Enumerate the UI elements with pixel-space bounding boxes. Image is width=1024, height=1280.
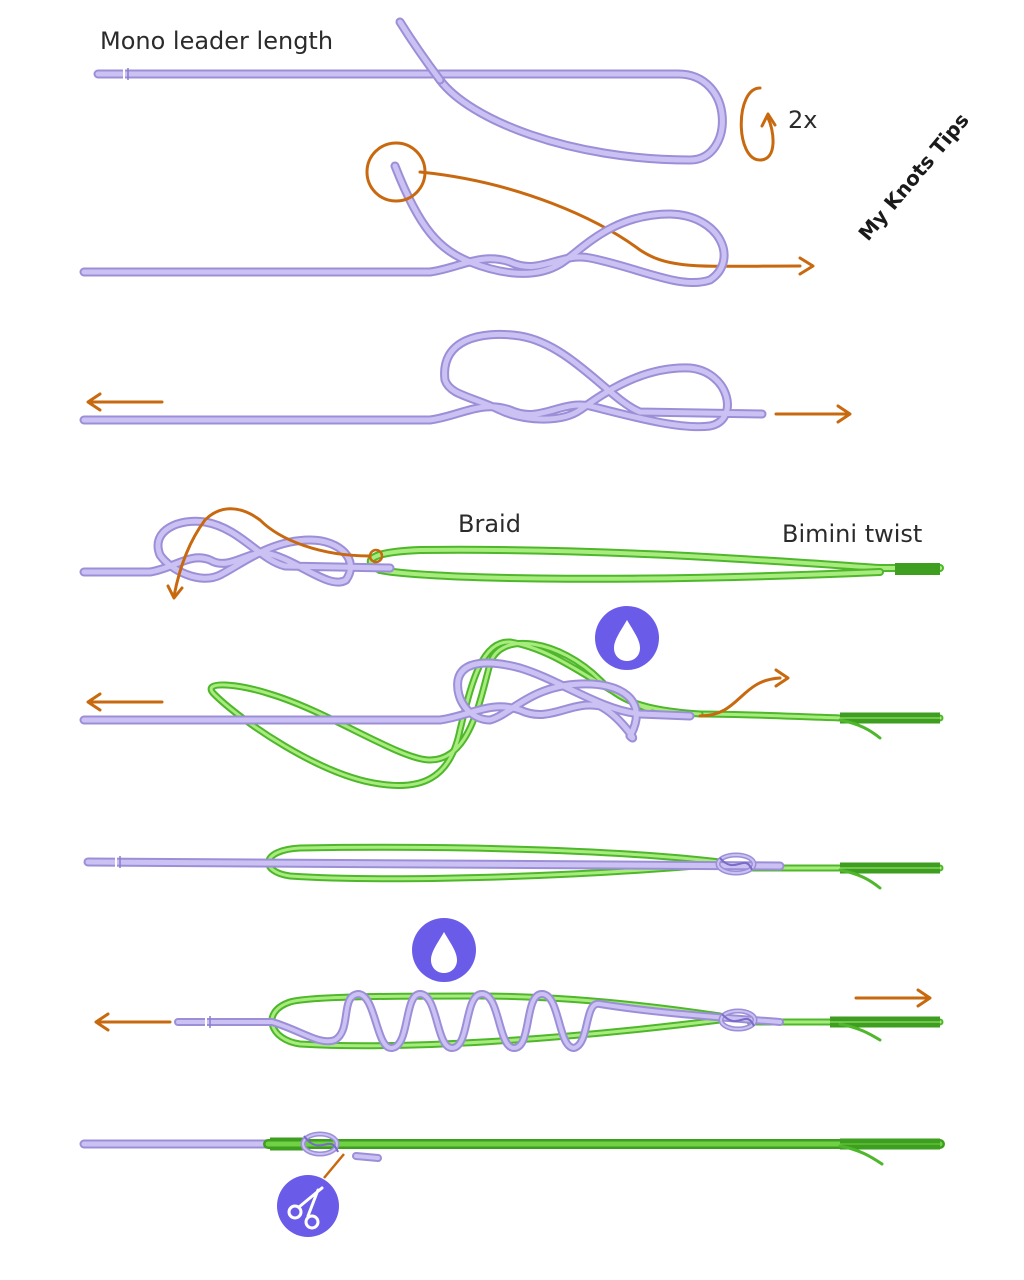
bimini-label: Bimini twist <box>782 520 922 548</box>
step-4: Braid Bimini twist <box>79 507 944 600</box>
water-drop-icon-bottom <box>412 918 476 982</box>
mono-wraps-step7 <box>174 990 784 1052</box>
mono-line-step2 <box>79 161 729 288</box>
step-1: Mono leader length 2x <box>93 17 817 165</box>
knot-step7 <box>718 1008 758 1032</box>
braid-loop-step4 <box>366 545 944 583</box>
mono-line-step8 <box>79 1139 382 1162</box>
knot-step6 <box>715 852 757 876</box>
mono-line-step6 <box>83 856 785 871</box>
step-6 <box>83 843 944 890</box>
tag-end-highlight <box>365 141 427 203</box>
braid-label: Braid <box>458 510 521 538</box>
rotate-2x-icon <box>739 86 777 162</box>
watermark: My Knots Tips <box>853 108 973 245</box>
braid-line-step8 <box>263 1137 945 1166</box>
scissors-icon <box>277 1175 339 1237</box>
mono-line-step4 <box>79 516 395 587</box>
step-2 <box>79 141 815 288</box>
step-5 <box>79 606 944 790</box>
step-7 <box>94 918 944 1052</box>
mono-line-step1 <box>93 17 727 165</box>
water-drop-icon-top <box>595 606 659 670</box>
step-8 <box>79 1131 945 1237</box>
mono-line-step3 <box>79 329 767 432</box>
turns-label: 2x <box>788 106 817 134</box>
braid-loop-step5 <box>207 638 944 790</box>
knot-step8 <box>300 1131 340 1157</box>
step-3 <box>79 329 852 432</box>
mono-line-step5 <box>79 658 695 743</box>
mono-leader-label: Mono leader length <box>100 27 333 55</box>
